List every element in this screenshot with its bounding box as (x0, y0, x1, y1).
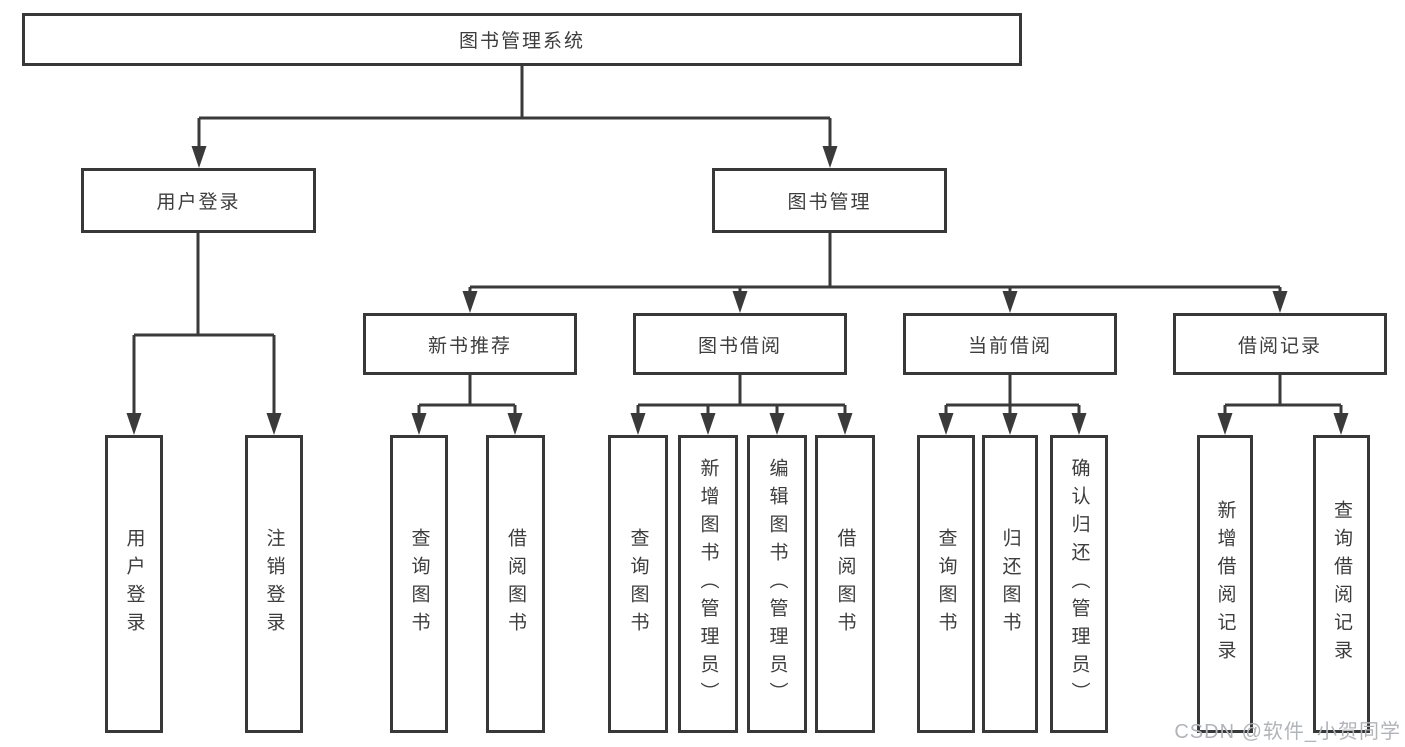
node-book-management: 图书管理 (712, 168, 947, 233)
leaf-edit-books-admin-label: 编辑图书（管理员） (766, 458, 788, 710)
leaf-logout-label: 注销登录 (263, 528, 285, 640)
node-user-login-label: 用户登录 (156, 192, 241, 213)
leaf-add-books-admin-label: 新增图书（管理员） (697, 458, 719, 710)
node-current-borrow-label: 当前借阅 (967, 335, 1052, 357)
leaf-recommend-borrow-books-label: 借阅图书 (505, 528, 526, 640)
leaf-query-borrow-record: 查询借阅记录 (1313, 435, 1370, 733)
leaf-user-login-label: 用户登录 (123, 528, 145, 640)
leaf-add-books-admin: 新增图书（管理员） (678, 435, 738, 733)
leaf-logout: 注销登录 (245, 435, 303, 733)
node-library-management-system-label: 图书管理系统 (458, 31, 585, 52)
leaf-user-login: 用户登录 (105, 435, 163, 733)
leaf-return-books: 归还图书 (982, 435, 1038, 733)
leaf-current-query-books: 查询图书 (917, 435, 975, 733)
leaf-confirm-return-admin-label: 确认归还（管理员） (1068, 458, 1090, 710)
leaf-borrow-query-books: 查询图书 (608, 435, 668, 733)
node-library-management-system: 图书管理系统 (22, 13, 1022, 66)
leaf-add-borrow-record: 新增借阅记录 (1197, 435, 1253, 733)
node-borrow-records: 借阅记录 (1173, 313, 1387, 375)
leaf-edit-books-admin: 编辑图书（管理员） (747, 435, 807, 733)
leaf-recommend-borrow-books: 借阅图书 (486, 435, 545, 733)
leaf-recommend-query-books-label: 查询图书 (408, 528, 430, 640)
node-book-borrow-label: 图书借阅 (697, 335, 782, 357)
leaf-borrow-query-books-label: 查询图书 (627, 528, 649, 640)
leaf-recommend-query-books: 查询图书 (390, 435, 448, 733)
node-user-login: 用户登录 (81, 168, 316, 233)
node-current-borrow: 当前借阅 (903, 313, 1117, 375)
csdn-watermark: CSDN @软件_小贺同学 (1174, 721, 1401, 743)
leaf-borrow-books: 借阅图书 (815, 435, 875, 733)
leaf-query-borrow-record-label: 查询借阅记录 (1331, 500, 1352, 668)
node-borrow-records-label: 借阅记录 (1237, 335, 1322, 357)
node-new-book-recommend: 新书推荐 (363, 313, 577, 375)
leaf-add-borrow-record-label: 新增借阅记录 (1214, 500, 1236, 668)
node-book-borrow: 图书借阅 (633, 313, 847, 375)
node-new-book-recommend-label: 新书推荐 (427, 335, 512, 357)
node-book-management-label: 图书管理 (787, 192, 872, 213)
leaf-current-query-books-label: 查询图书 (935, 528, 957, 640)
leaf-confirm-return-admin: 确认归还（管理员） (1050, 435, 1108, 733)
leaf-return-books-label: 归还图书 (999, 528, 1021, 640)
leaf-borrow-books-label: 借阅图书 (834, 528, 856, 640)
